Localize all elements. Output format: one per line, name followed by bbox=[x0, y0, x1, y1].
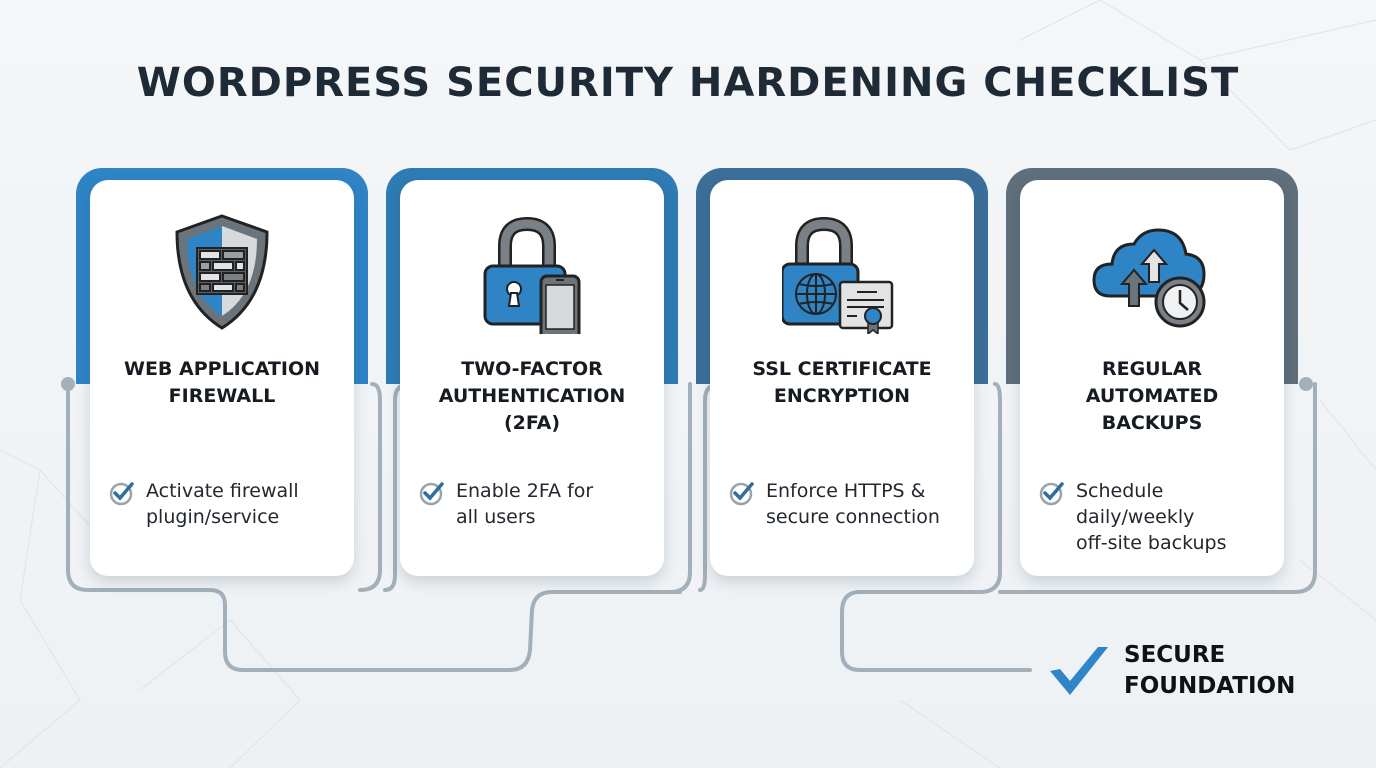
card-body: TWO-FACTOR AUTHENTICATION (2FA) Enable 2… bbox=[400, 180, 664, 576]
checkbox-checked-icon bbox=[109, 482, 134, 506]
checklist-item-text: Activate firewall plugin/service bbox=[146, 480, 299, 528]
card-title: REGULAR AUTOMATED BACKUPS bbox=[1085, 358, 1219, 434]
card-ssl-certificate-encryption: SSL CERTIFICATE ENCRYPTION Enforce HTTPS… bbox=[696, 168, 988, 578]
shield-firewall-icon bbox=[90, 210, 354, 340]
connector-node-right bbox=[1299, 377, 1313, 391]
connector-node-left bbox=[61, 377, 75, 391]
checklist-item: Activate firewall plugin/service bbox=[108, 478, 344, 530]
checkbox-checked-icon bbox=[419, 482, 444, 506]
page-title: WORDPRESS SECURITY HARDENING CHECKLIST bbox=[136, 60, 1240, 106]
padlock-phone-icon bbox=[400, 210, 664, 340]
secure-foundation-result: SECURE FOUNDATION bbox=[1048, 640, 1295, 702]
checklist-item: Enforce HTTPS & secure connection bbox=[728, 478, 964, 530]
checkbox-checked-icon bbox=[729, 482, 754, 506]
card-body: WEB APPLICATION FIREWALL Activate firewa… bbox=[90, 180, 354, 576]
card-web-application-firewall: WEB APPLICATION FIREWALL Activate firewa… bbox=[76, 168, 368, 578]
checkmark-icon bbox=[1050, 647, 1108, 695]
checklist-item: Schedule daily/weekly off-site backups bbox=[1038, 478, 1274, 556]
padlock-globe-certificate-icon bbox=[710, 210, 974, 340]
cloud-backup-clock-icon bbox=[1020, 210, 1284, 340]
card-title: WEB APPLICATION FIREWALL bbox=[123, 358, 321, 407]
checkbox-checked-icon bbox=[1039, 482, 1064, 506]
card-body: SSL CERTIFICATE ENCRYPTION Enforce HTTPS… bbox=[710, 180, 974, 576]
card-regular-automated-backups: REGULAR AUTOMATED BACKUPS Schedule daily… bbox=[1006, 168, 1298, 578]
card-body: REGULAR AUTOMATED BACKUPS Schedule daily… bbox=[1020, 180, 1284, 576]
checklist-item-text: Schedule daily/weekly off-site backups bbox=[1076, 480, 1227, 554]
checklist-item: Enable 2FA for all users bbox=[418, 478, 654, 530]
card-title: SSL CERTIFICATE ENCRYPTION bbox=[752, 358, 932, 407]
secure-foundation-label: SECURE FOUNDATION bbox=[1124, 642, 1296, 699]
card-title: TWO-FACTOR AUTHENTICATION (2FA) bbox=[438, 358, 626, 434]
checklist-item-text: Enable 2FA for all users bbox=[456, 480, 594, 528]
checklist-item-text: Enforce HTTPS & secure connection bbox=[766, 480, 940, 528]
card-two-factor-authentication: TWO-FACTOR AUTHENTICATION (2FA) Enable 2… bbox=[386, 168, 678, 578]
